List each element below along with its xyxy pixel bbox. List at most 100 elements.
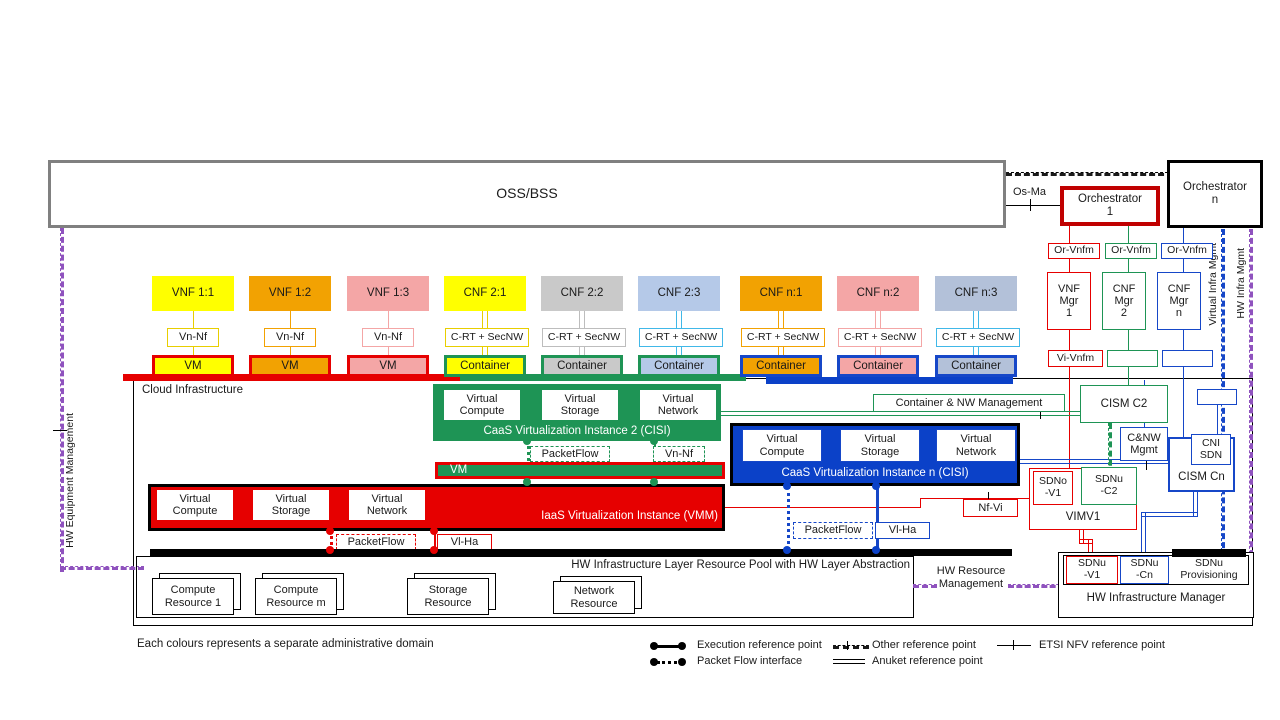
legend-dot: [650, 658, 658, 666]
footnote: Each colours represents a separate admin…: [137, 638, 434, 650]
legend-etsi-label: ETSI NFV reference point: [1039, 639, 1165, 651]
container-box: Container: [638, 355, 720, 377]
cism-sdnu-line: [1193, 492, 1198, 517]
legend-anuket-symbol: [833, 659, 865, 664]
line-endpoint: [326, 527, 334, 535]
caasn-virtual-network: Virtual Network: [936, 429, 1016, 462]
cnf-title: CNF n:3: [935, 276, 1017, 311]
legend-dot: [678, 658, 686, 666]
cnf-title: CNF n:2: [837, 276, 919, 311]
vim-sdnu-line: [1079, 530, 1084, 544]
caas2-domain-bar: [460, 374, 746, 381]
vim-sdnu-line: [1088, 539, 1093, 554]
vn-nf-box: Vn-Nf: [264, 328, 316, 347]
oss-bss-box: OSS/BSS: [48, 160, 1006, 228]
sdnu-v1-box: SDNu -V1: [1066, 556, 1118, 584]
reference-tick: [1030, 199, 1031, 211]
cloud-infrastructure-label: Cloud Infrastructure: [142, 384, 243, 396]
vnf-title: VNF 1:1: [152, 276, 234, 311]
hw-abstraction-bar: [150, 549, 1012, 556]
reference-tick: [1146, 458, 1147, 470]
legend-dot: [650, 642, 658, 650]
c-rt-secnw-box: C-RT + SecNW: [838, 328, 922, 347]
line-endpoint: [872, 546, 880, 554]
iaas-packetflow-line: [330, 531, 333, 551]
line-endpoint: [326, 546, 334, 554]
compute-resource-m-box: Compute Resource m: [255, 578, 337, 615]
line-endpoint: [783, 546, 791, 554]
iaas-packetflow-box: PacketFlow: [336, 534, 416, 550]
nf-vi-line: [725, 507, 920, 508]
caas2-vm-bar: VM: [435, 462, 725, 479]
orchestrator-n-box: Orchestrator n: [1167, 160, 1263, 228]
legend-execution-label: Execution reference point: [697, 639, 822, 651]
caas2-label: CaaS Virtualization Instance 2 (CISI): [483, 424, 671, 437]
hw-equipment-mgmt-line-h: [60, 566, 144, 570]
cnf-mgr-2-box: CNF Mgr 2: [1102, 272, 1146, 330]
or-vnfm-box-2: Or-Vnfm: [1105, 243, 1157, 259]
compute-resource-1-box: Compute Resource 1: [152, 578, 234, 615]
reference-tick: [1040, 406, 1041, 419]
iaas-virtual-compute: Virtual Compute: [156, 489, 234, 521]
empty-reference-box-blue: [1162, 350, 1213, 367]
cni-sdn-box: CNI SDN: [1191, 434, 1231, 465]
legend-packetflow-label: Packet Flow interface: [697, 655, 803, 667]
iaas-vlha-box: Vl-Ha: [437, 534, 492, 550]
sdnu-c2-box: SDNu -C2: [1081, 467, 1137, 505]
line-endpoint: [430, 527, 438, 535]
storage-resource-box: Storage Resource: [407, 578, 489, 615]
vm-box: VM: [249, 355, 331, 377]
line-endpoint: [650, 437, 658, 445]
container-box: Container: [541, 355, 623, 377]
iaas-domain-bar: [123, 374, 613, 381]
container-box: Container: [444, 355, 526, 377]
anuket-line-caasn: [1020, 459, 1168, 464]
vnf-title: VNF 1:2: [249, 276, 331, 311]
cnfm-blue-line: [1183, 228, 1184, 438]
empty-reference-box-green: [1107, 350, 1158, 367]
cnf-title: CNF n:1: [740, 276, 822, 311]
legend-anuket-label: Anuket reference point: [872, 655, 983, 667]
sdnu-provisioning-label: SDNu Provisioning: [1180, 557, 1238, 582]
line-endpoint: [523, 437, 531, 445]
vnf-title: VNF 1:3: [347, 276, 429, 311]
hw-resource-mgmt-label: HW Resource Management: [936, 565, 1006, 590]
line-endpoint: [523, 478, 531, 486]
caasn-label: CaaS Virtualization Instance n (CISI): [781, 466, 969, 479]
sdnu-cn-box: SDNu -Cn: [1120, 556, 1169, 584]
legend-line: [656, 645, 684, 648]
legend-other-tick: [847, 641, 848, 650]
line-endpoint: [650, 478, 658, 486]
iaas-box: [148, 484, 725, 531]
c-rt-secnw-box: C-RT + SecNW: [639, 328, 723, 347]
caasn-packetflow-box: PacketFlow: [793, 522, 873, 539]
iaas-label: IaaS Virtualization Instance (VMM): [541, 510, 718, 522]
sdnu-provisioning-bar: [1172, 549, 1246, 557]
vim-sdnu-line: [1079, 539, 1093, 544]
cism-sdnu-line: [1141, 512, 1146, 554]
caas2-virtual-network: Virtual Network: [639, 389, 717, 421]
cism-cn-label: CISM Cn: [1178, 471, 1225, 483]
hw-infra-mgmt-line: [1249, 229, 1253, 574]
cnf-title: CNF 2:1: [444, 276, 526, 311]
nf-vi-box: Nf-Vi: [963, 499, 1018, 517]
caasn-virtual-compute: Virtual Compute: [742, 429, 822, 462]
hw-resource-mgmt-line: [913, 584, 937, 588]
vn-nf-box: Vn-Nf: [167, 328, 219, 347]
legend-other-symbol: [833, 645, 869, 649]
c-rt-secnw-box: C-RT + SecNW: [542, 328, 626, 347]
vi-vnfm-box: Vi-Vnfm: [1048, 350, 1103, 367]
legend-etsi-tick: [1013, 640, 1014, 650]
container-nw-mgmt-box: Container & NW Management: [873, 394, 1065, 412]
container-box: Container: [935, 355, 1017, 377]
orchestrator-1-box: Orchestrator 1: [1060, 186, 1160, 226]
c-rt-secnw-box: C-RT + SecNW: [445, 328, 529, 347]
sdno-v1-box: SDNo -V1: [1033, 471, 1073, 505]
or-vnfm-box-3: Or-Vnfm: [1161, 243, 1213, 259]
os-ma-line: [1006, 205, 1060, 206]
vnfm-red-line: [1069, 226, 1070, 469]
nf-vi-line: [920, 498, 921, 508]
iaas-vlha-line: [434, 531, 436, 551]
legend-other-label: Other reference point: [872, 639, 976, 651]
